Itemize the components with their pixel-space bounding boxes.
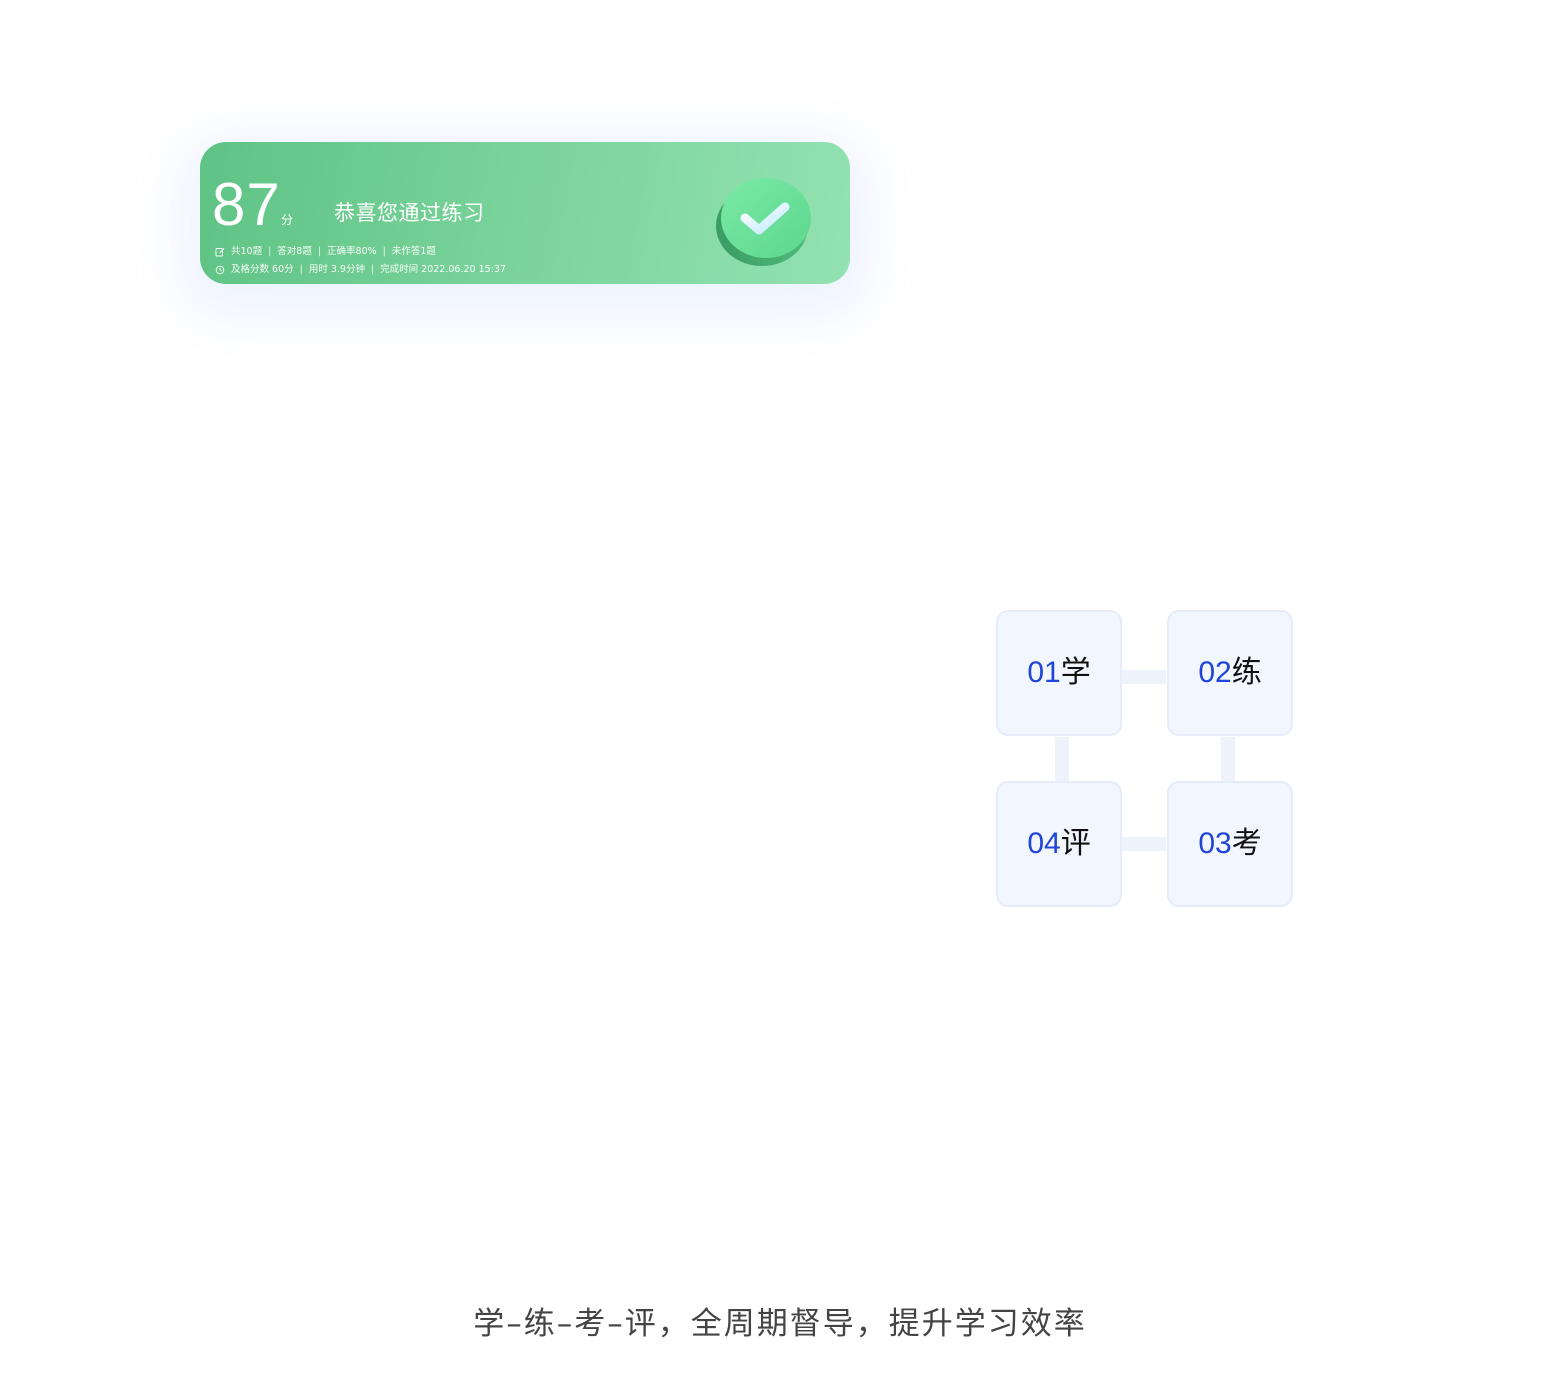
score-unit: 分 xyxy=(281,213,294,227)
result-card: 87 分 恭喜您通过练习 共10题 | 答对8题 | 正确率80% | 未作答1… xyxy=(200,142,850,284)
stat-pass-score: 及格分数 60分 xyxy=(231,264,294,275)
separator: | xyxy=(370,264,375,275)
caption-text: 学–练–考–评，全周期督导，提升学习效率 xyxy=(473,1306,1087,1342)
step-label: 练 xyxy=(1231,655,1262,690)
stat-correct: 答对8题 xyxy=(277,246,312,257)
clock-icon xyxy=(215,265,225,275)
stats-row-questions: 共10题 | 答对8题 | 正确率80% | 未作答1题 xyxy=(215,245,436,259)
connector-4-3 xyxy=(1122,837,1166,851)
step-label: 考 xyxy=(1231,826,1262,861)
connector-2-3 xyxy=(1221,737,1235,781)
separator: | xyxy=(268,246,272,257)
congrats-message: 恭喜您通过练习 xyxy=(334,201,485,225)
connector-1-4 xyxy=(1055,737,1069,781)
stat-accuracy: 正确率80% xyxy=(327,246,377,257)
stat-finish-time: 完成时间 2022.06.20 15:37 xyxy=(380,264,506,275)
stats-row-time: 及格分数 60分 | 用时 3.9分钟 | 完成时间 2022.06.20 15… xyxy=(215,263,506,277)
step-number: 03 xyxy=(1198,827,1232,860)
step-number: 02 xyxy=(1198,656,1232,689)
score-value: 87 xyxy=(212,171,281,238)
stat-total: 共10题 xyxy=(231,246,263,257)
stat-unanswered: 未作答1题 xyxy=(391,246,436,257)
step-label: 评 xyxy=(1060,826,1091,861)
separator: | xyxy=(382,246,386,257)
check-coin-icon xyxy=(716,174,814,268)
edit-note-icon xyxy=(215,247,225,257)
separator: | xyxy=(317,246,322,257)
step-label: 学 xyxy=(1060,655,1091,690)
step-number: 01 xyxy=(1027,656,1061,689)
separator: | xyxy=(299,264,303,275)
connector-1-2 xyxy=(1122,670,1166,684)
step-number: 04 xyxy=(1027,827,1061,860)
stat-duration: 用时 3.9分钟 xyxy=(308,264,365,275)
